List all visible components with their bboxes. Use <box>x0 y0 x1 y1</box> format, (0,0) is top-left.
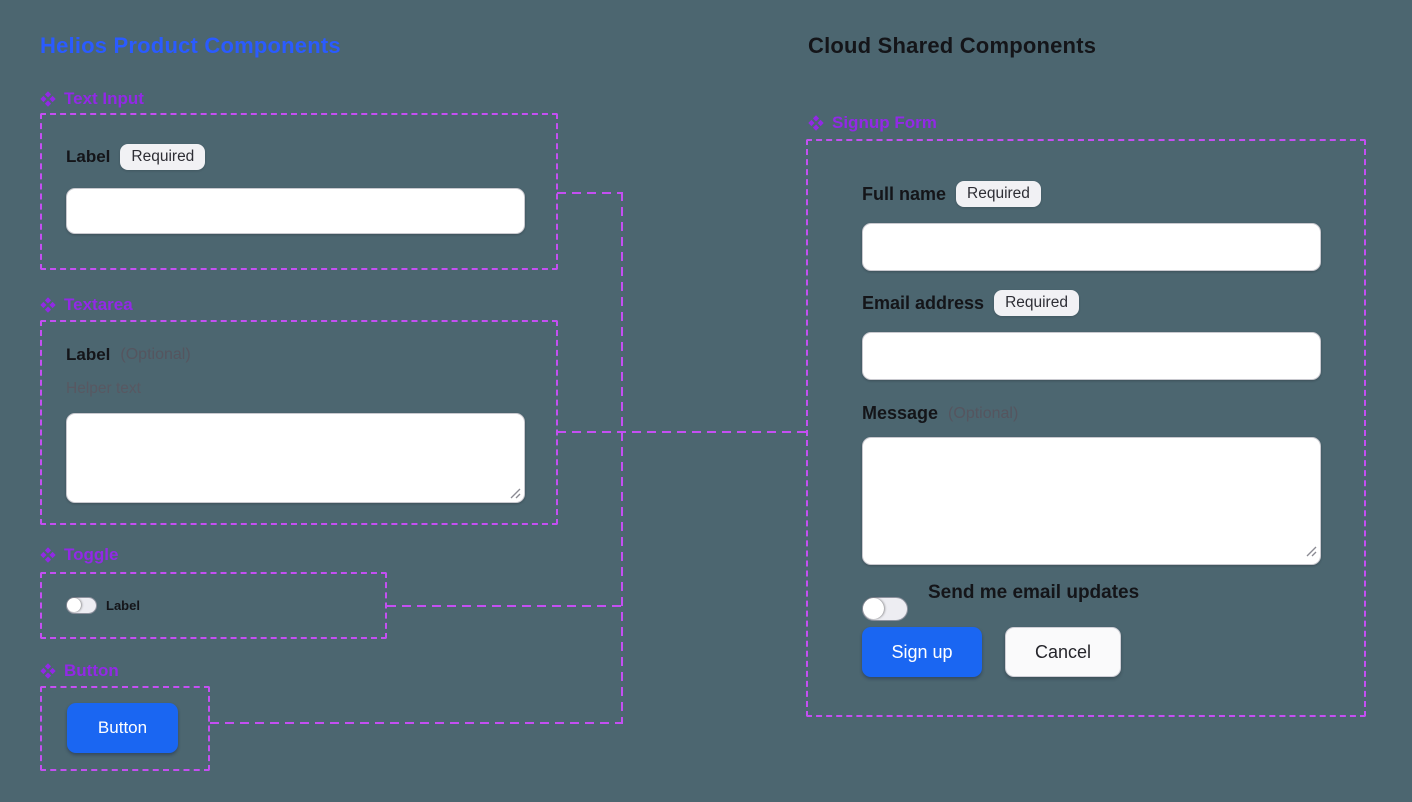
connector-toggle <box>387 605 623 607</box>
message-label-row: Message (Optional) <box>862 403 1018 424</box>
component-icon <box>40 547 56 563</box>
section-heading-label: Text Input <box>64 89 144 108</box>
email-input[interactable] <box>862 332 1321 380</box>
optional-suffix: (Optional) <box>948 404 1019 422</box>
required-badge: Required <box>994 290 1079 316</box>
required-badge: Required <box>956 181 1041 207</box>
section-heading-label: Toggle <box>64 545 119 564</box>
button-component-frame <box>40 686 210 771</box>
message-label: Message <box>862 403 939 423</box>
toggle-label: Label <box>106 598 140 613</box>
component-icon <box>808 115 824 131</box>
connector-textarea-to-form <box>557 431 807 433</box>
toggle-knob[interactable] <box>67 598 81 612</box>
textarea-helper-text: Helper text <box>66 380 141 397</box>
section-heading-textarea: Textarea <box>40 295 133 315</box>
message-textarea[interactable] <box>862 437 1321 565</box>
required-badge: Required <box>120 144 206 170</box>
full-name-input[interactable] <box>862 223 1321 271</box>
component-icon <box>40 91 56 107</box>
textarea-field[interactable] <box>66 413 525 503</box>
optional-suffix: (Optional) <box>120 346 191 363</box>
section-heading-signup-form: Signup Form <box>808 113 937 133</box>
section-heading-label: Textarea <box>64 295 133 314</box>
email-updates-label: Send me email updates <box>928 582 1140 603</box>
signup-form-frame <box>806 139 1366 717</box>
textarea-label-row: Label (Optional) <box>66 345 191 365</box>
full-name-label: Full name <box>862 183 947 204</box>
sample-button[interactable]: Button <box>67 703 178 753</box>
toggle-component-frame <box>40 572 387 639</box>
email-label: Email address <box>862 292 985 313</box>
component-icon <box>40 663 56 679</box>
right-panel-title: Cloud Shared Components <box>808 33 1097 58</box>
connector-text-input <box>557 192 623 194</box>
left-panel-title: Helios Product Components <box>40 33 341 58</box>
section-heading-label: Button <box>64 661 119 680</box>
section-heading-toggle: Toggle <box>40 545 118 565</box>
section-heading-text-input: Text Input <box>40 89 144 109</box>
text-input-field[interactable] <box>66 188 525 234</box>
full-name-label-row: Full name Required <box>862 181 1041 207</box>
text-input-label-row: Label Required <box>66 144 206 170</box>
sign-up-button[interactable]: Sign up <box>862 627 982 677</box>
email-updates-toggle[interactable] <box>862 597 908 621</box>
connector-button <box>210 722 623 724</box>
section-heading-label: Signup Form <box>832 113 937 132</box>
text-input-component-frame <box>40 113 558 270</box>
cancel-button[interactable]: Cancel <box>1005 627 1121 677</box>
section-heading-button: Button <box>40 661 119 681</box>
component-icon <box>40 297 56 313</box>
toggle-knob[interactable] <box>863 598 884 619</box>
text-input-label: Label <box>66 147 111 166</box>
connector-bus-vertical <box>621 192 623 724</box>
textarea-component-frame <box>40 320 558 525</box>
textarea-label: Label <box>66 345 111 364</box>
toggle-switch[interactable] <box>66 597 97 614</box>
email-label-row: Email address Required <box>862 290 1079 316</box>
